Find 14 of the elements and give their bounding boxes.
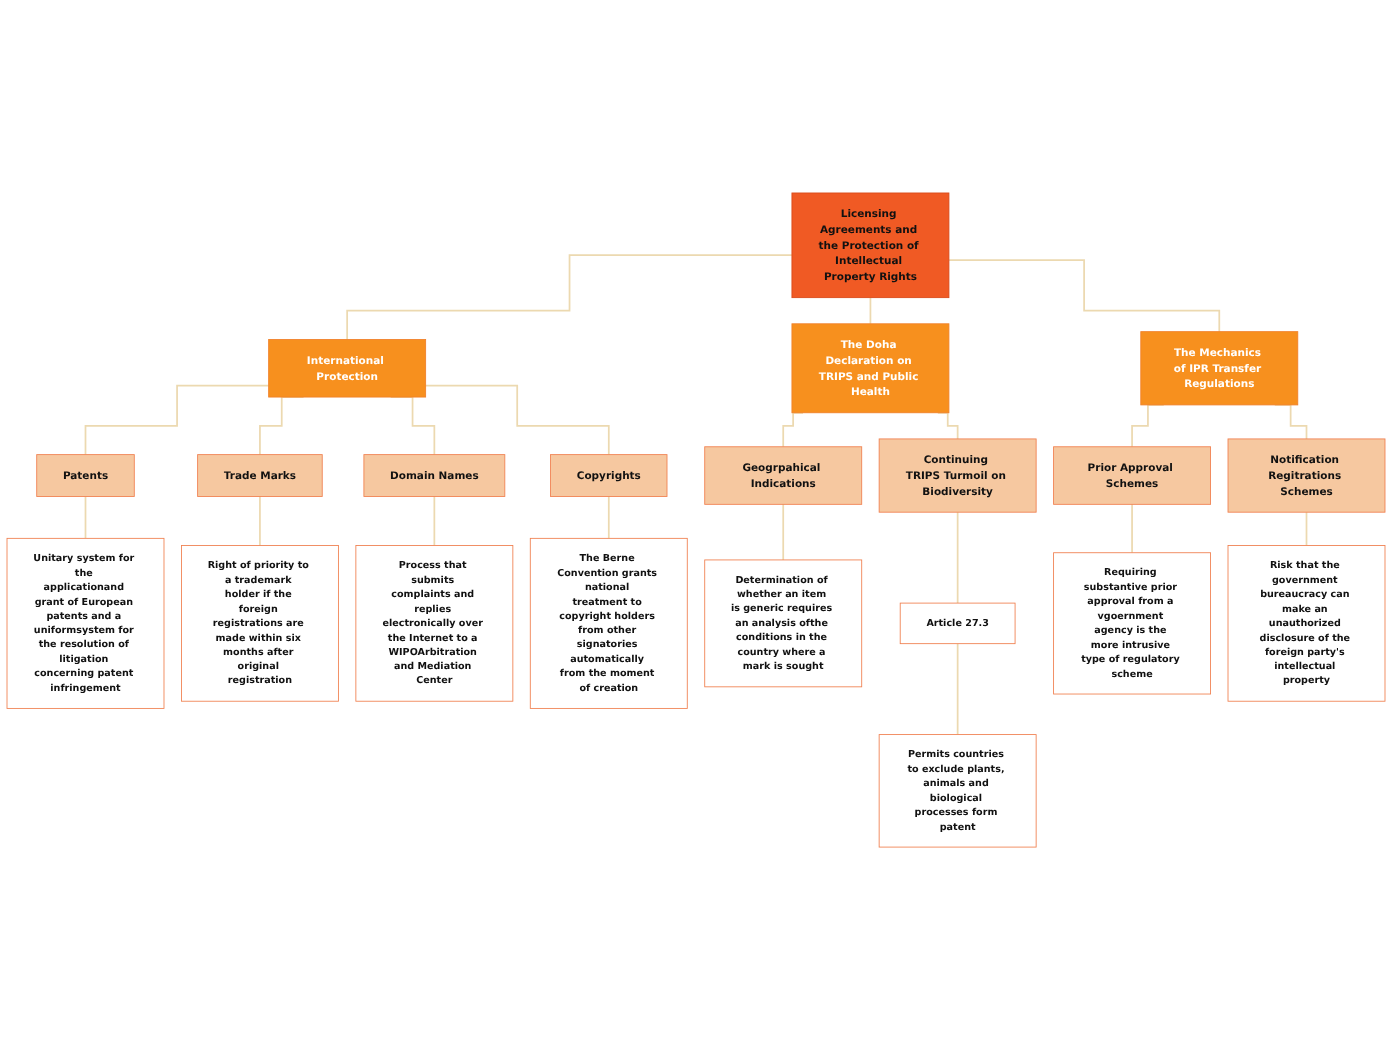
connector	[607, 495, 610, 540]
connector	[84, 495, 87, 540]
connector	[869, 296, 872, 325]
connector	[1131, 503, 1133, 554]
connector	[433, 495, 436, 547]
connector	[424, 384, 610, 456]
connector	[948, 259, 1221, 333]
connector	[1305, 511, 1308, 547]
connector	[346, 254, 793, 341]
connector	[956, 511, 959, 604]
connector	[84, 384, 270, 456]
connector	[782, 503, 785, 561]
connector	[259, 495, 261, 547]
connector	[956, 642, 959, 736]
